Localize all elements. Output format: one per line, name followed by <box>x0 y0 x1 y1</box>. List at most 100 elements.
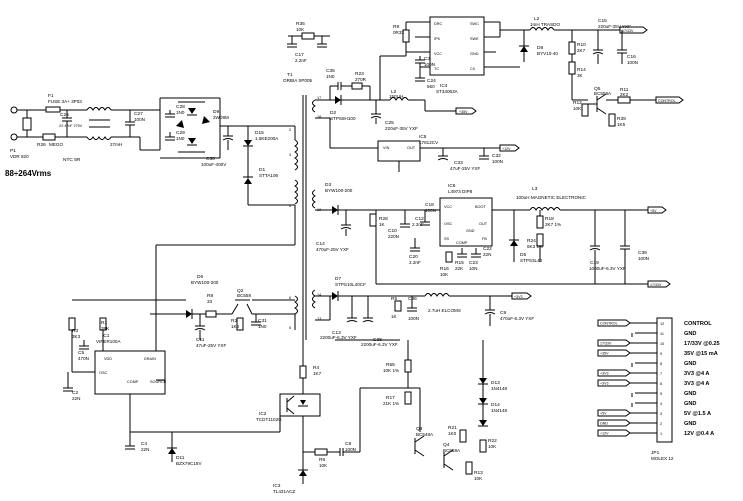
svg-text:3K3: 3K3 <box>72 334 81 339</box>
svg-text:C38: C38 <box>373 337 382 343</box>
svg-text:C23: C23 <box>469 260 478 266</box>
svg-text:TCDT1102G: TCDT1102G <box>256 417 282 422</box>
capacitor-c33: C33 47uF-25V YXF <box>437 148 480 171</box>
svg-text:C22: C22 <box>483 246 492 252</box>
resistor-r1: R1 39K <box>99 317 110 331</box>
svg-text:C35: C35 <box>326 68 335 74</box>
connector-pin-number: 6 <box>660 382 662 386</box>
svg-text:2K7: 2K7 <box>577 48 586 53</box>
svg-text:+35V: +35V <box>459 110 468 114</box>
svg-text:22N: 22N <box>483 252 491 257</box>
svg-text:OUT: OUT <box>407 146 416 150</box>
svg-text:D11: D11 <box>176 455 185 461</box>
connector-pin-label: GND <box>684 421 696 427</box>
capacitor-c16: C16 100N <box>617 30 638 65</box>
resistor-r2: R2 1K0 <box>231 317 244 331</box>
connector-pin-label: GND <box>684 331 696 337</box>
diode-d7: D7 STPS10L40CF <box>332 276 366 301</box>
svg-text:IC1: IC1 <box>102 333 110 339</box>
capacitor-c14: C14 470uF-25V YXF <box>316 210 352 252</box>
capacitor-c2: C2 22N <box>63 372 80 401</box>
svg-text:D6: D6 <box>197 274 203 280</box>
svg-text:14: 14 <box>317 293 321 297</box>
svg-text:100N: 100N <box>425 208 436 213</box>
svg-text:BC558A: BC558A <box>443 448 461 453</box>
connector-pin-number: 7 <box>660 372 662 376</box>
optocoupler-ic2: IC2 TCDT1102G <box>256 393 321 422</box>
svg-text:C17: C17 <box>295 52 304 58</box>
ic6-l4973: VCC BOOT OSC OUT SS FB COMP GND IC6 L497… <box>439 183 493 247</box>
connector-net-name: GND <box>600 422 608 426</box>
comp-r6-c8: R6 10K C8 100N <box>303 441 360 468</box>
connector-net-flag <box>597 429 631 437</box>
transistor-q3: Q3 BC548A <box>414 426 434 457</box>
svg-text:L3: L3 <box>532 186 538 192</box>
connector-pin-number: 2 <box>660 422 662 426</box>
svg-text:OSC: OSC <box>444 222 452 226</box>
svg-text:F1: F1 <box>48 93 54 99</box>
svg-text:470uF-6.3V YXF: 470uF-6.3V YXF <box>500 316 534 321</box>
resistor-r13: R13 10K <box>465 461 483 481</box>
connector-pin-number: 4 <box>660 402 662 406</box>
diode-d8: D8 BYV10-40 <box>519 30 558 62</box>
svg-text:R23: R23 <box>355 71 364 77</box>
connector-pin-label: 5V @1.5 A <box>684 411 711 417</box>
svg-text:STTA106: STTA106 <box>259 173 279 178</box>
svg-text:10K 1%: 10K 1% <box>383 368 399 373</box>
connector-pin-number: 10 <box>660 342 664 346</box>
net-3v3-flag <box>511 292 532 300</box>
svg-text:R6: R6 <box>319 457 325 463</box>
svg-text:IC5: IC5 <box>419 134 427 140</box>
svg-text:IPK: IPK <box>434 37 441 41</box>
svg-text:BC548A: BC548A <box>416 432 434 437</box>
svg-text:3: 3 <box>289 153 291 157</box>
capacitor-c10: C10 220N <box>388 210 410 239</box>
common-mode-choke: 27mH <box>86 107 122 147</box>
svg-text:100N: 100N <box>627 60 638 65</box>
connector-net-flag <box>597 319 631 327</box>
connector-pin-label: 35V @15 mA <box>684 351 718 357</box>
resistor-r12: R12 10K <box>573 100 589 117</box>
svg-text:100uF-400V: 100uF-400V <box>201 162 227 167</box>
svg-text:21K 1%: 21K 1% <box>383 401 399 406</box>
connector-pin-label: GND <box>684 361 696 367</box>
capacitor-c24: C24 560 <box>415 67 436 89</box>
svg-text:10K: 10K <box>296 27 305 32</box>
svg-text:T1: T1 <box>287 72 293 78</box>
svg-text:C19: C19 <box>590 260 599 266</box>
svg-text:0R33: 0R33 <box>393 30 404 35</box>
svg-text:1K7: 1K7 <box>313 371 322 376</box>
svg-text:C24: C24 <box>427 78 436 84</box>
connector-pin-label: 3V3 @4 A <box>684 371 709 377</box>
svg-text:17/33V: 17/33V <box>622 29 634 33</box>
varistor-vdr: P1 VDR 820 <box>10 110 32 159</box>
snubber-c35-r23: C35 1N0 R23 270R <box>326 68 371 100</box>
svg-text:150UH: 150UH <box>389 94 403 99</box>
svg-text:L2: L2 <box>534 16 540 22</box>
svg-text:100N: 100N <box>345 447 356 452</box>
capacitor-c4: C4 22N <box>125 432 149 452</box>
svg-text:SOURCE: SOURCE <box>150 380 167 384</box>
svg-text:17: 17 <box>317 96 321 100</box>
svg-text:VIN: VIN <box>383 146 390 150</box>
svg-text:VCC: VCC <box>434 52 442 56</box>
svg-text:220uF-35V YXF: 220uF-35V YXF <box>598 24 631 29</box>
svg-text:R16: R16 <box>440 266 449 272</box>
svg-text:L7812CV: L7812CV <box>419 140 439 145</box>
svg-text:C29: C29 <box>176 130 185 136</box>
connector-net-name: +5V <box>600 412 607 416</box>
comp-network-c22-c23-r15-r16: R16 10K R15 22K C23 10N C22 22N <box>440 246 492 277</box>
svg-text:3K: 3K <box>577 73 584 78</box>
svg-text:COMP: COMP <box>456 241 468 245</box>
svg-text:C30: C30 <box>206 156 215 162</box>
svg-text:39K: 39K <box>101 326 110 331</box>
connector-net-flag <box>597 409 631 417</box>
svg-text:R12: R12 <box>573 100 582 106</box>
svg-text:C33: C33 <box>454 160 463 166</box>
connector-net-flag <box>597 369 631 377</box>
svg-text:C28: C28 <box>176 104 185 110</box>
svg-text:R11: R11 <box>620 87 629 93</box>
